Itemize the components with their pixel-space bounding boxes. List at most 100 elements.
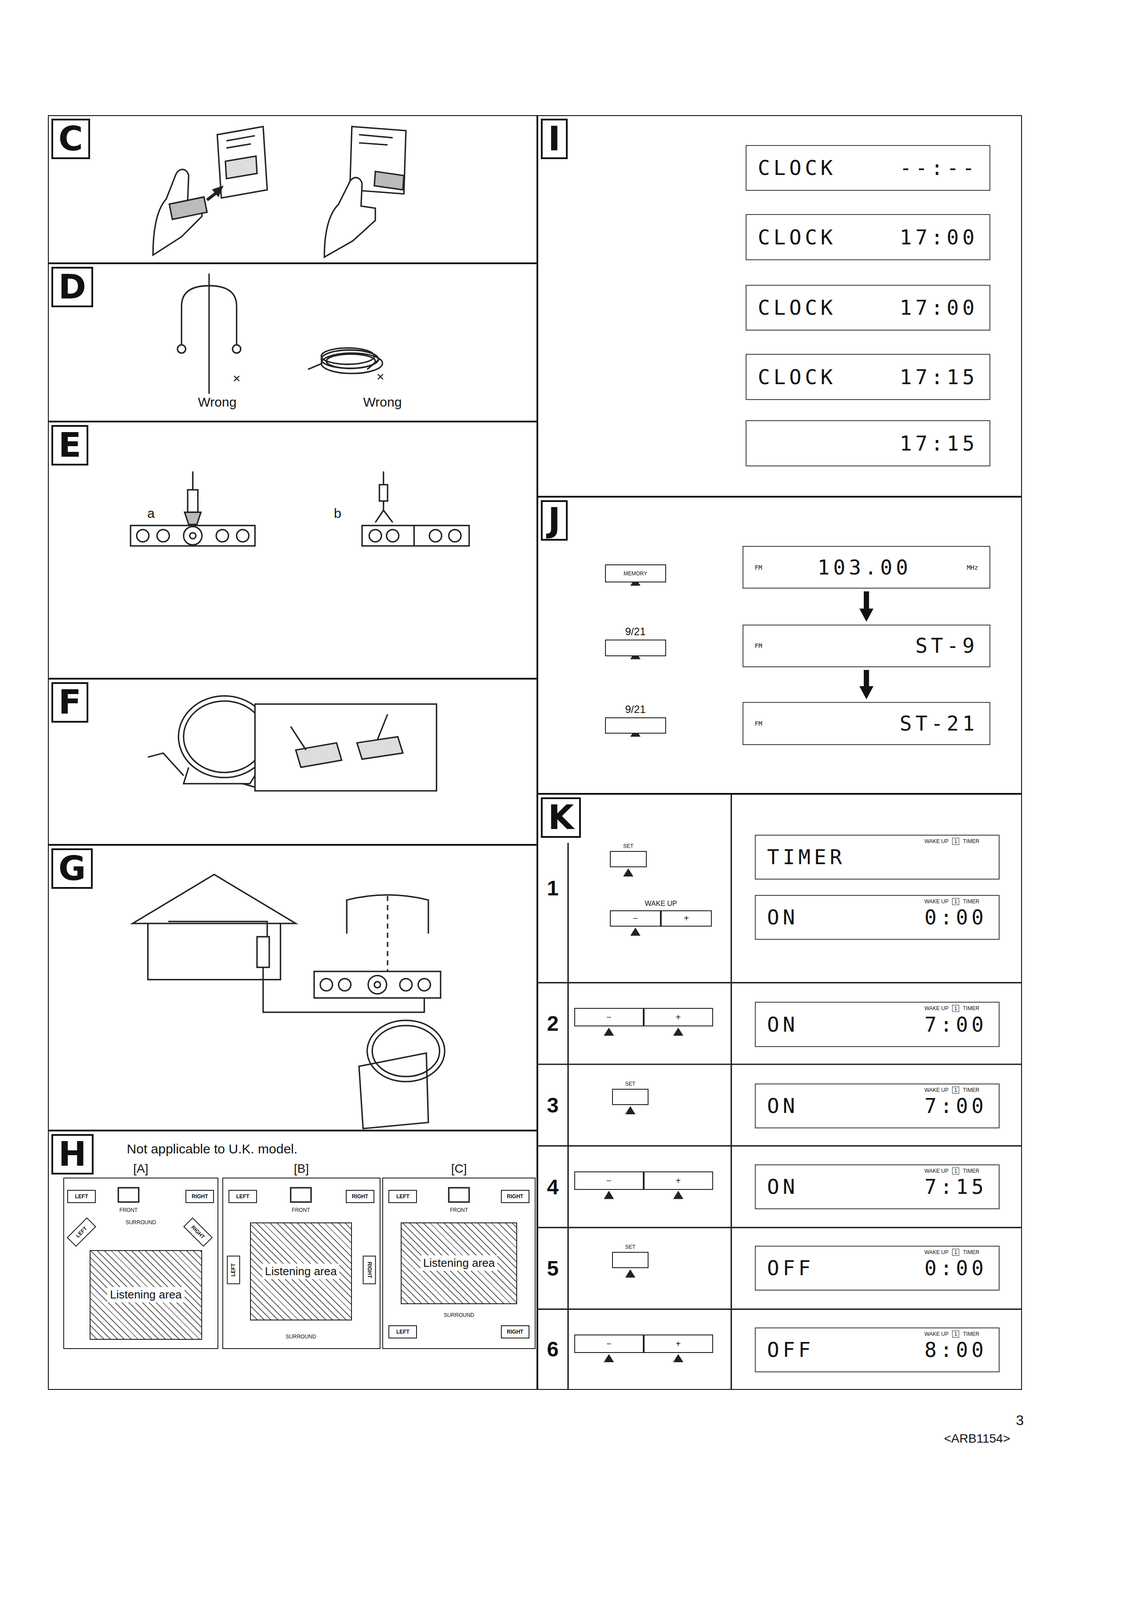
key-button: + <box>643 1333 714 1353</box>
flow-arrow <box>859 590 874 622</box>
room-heading: [A] <box>133 1161 149 1176</box>
room-heading: [C] <box>451 1161 468 1176</box>
indicator-text: TIMER <box>962 1086 979 1093</box>
indicator-text: TIMER <box>962 1330 979 1337</box>
indicator-text: 1 <box>952 1166 960 1175</box>
display-text: CLOCK <box>757 155 837 180</box>
panel-letter: I <box>540 118 568 160</box>
speaker-box: LEFT <box>226 1254 240 1284</box>
caption-text: FRONT <box>449 1206 468 1213</box>
callout-number: 6 <box>547 1336 559 1361</box>
key-button: + <box>643 1007 714 1026</box>
key-symbol: − <box>606 1012 612 1022</box>
display-text: --:-- <box>899 155 978 180</box>
room-plan: [A]LEFTRIGHTLEFTRIGHTListening area <box>63 1177 219 1349</box>
panel-letter: D <box>51 266 94 308</box>
indicator-text: 1 <box>952 1248 960 1256</box>
display-time: 7:15 <box>924 1174 988 1199</box>
display-text: ON <box>767 1012 799 1037</box>
indicator-text: WAKE UP <box>924 1086 949 1093</box>
button-caption: SET <box>625 1080 636 1087</box>
indicator-text: TIMER <box>962 837 979 845</box>
speaker-box: RIGHT <box>362 1254 376 1284</box>
panel-letter: F <box>51 681 89 723</box>
button: MEMORY <box>605 564 667 583</box>
display-panel: ONWAKE UP1TIMER0:00 <box>754 894 1000 940</box>
figure-panel: H[A]LEFTRIGHTLEFTRIGHTListening area[B]L… <box>47 1130 538 1390</box>
speaker-box: LEFT <box>388 1324 417 1338</box>
figure-panel: ICLOCK--:--CLOCK17:00CLOCK17:00CLOCK17:1… <box>537 115 1022 497</box>
flow-arrow <box>859 669 874 700</box>
speaker-label: LEFT <box>75 1192 89 1200</box>
key-symbol: + <box>675 1338 682 1348</box>
speaker-label: LEFT <box>74 1224 89 1239</box>
caption-text: × <box>232 370 241 386</box>
figure-panel: KSETTIMERWAKE UP1TIMERWAKE UP−+ONWAKE UP… <box>537 793 1022 1390</box>
display-panel: OFFWAKE UP1TIMER0:00 <box>754 1245 1000 1291</box>
display-text: 17:15 <box>899 431 978 456</box>
figure-panel: JMEMORYFM103.00MHz9/21FMST-99/21FMST-21 <box>537 496 1022 794</box>
indicator-row: WAKE UP1TIMER <box>924 1248 980 1256</box>
speaker-label: RIGHT <box>191 1192 208 1200</box>
display-panel: FM103.00MHz <box>742 545 991 589</box>
room-plan: [C]LEFTRIGHTListening areaLEFTRIGHT <box>382 1177 536 1349</box>
key-button: − <box>609 909 661 927</box>
display-panel: FMST-21 <box>742 701 991 745</box>
button: SET <box>609 850 647 867</box>
display-panel: FMST-9 <box>742 624 991 667</box>
button-text: MEMORY <box>623 570 648 577</box>
speaker-box: LEFT <box>67 1189 96 1203</box>
caption-text: a <box>147 505 155 521</box>
speaker-box: RIGHT <box>183 1216 213 1247</box>
button: 9/21 <box>605 639 667 656</box>
room-plan: [B]LEFTRIGHTLEFTRIGHTListening area <box>222 1177 381 1349</box>
indicator-text: 1 <box>952 1086 960 1094</box>
panel-letter: J <box>540 500 568 541</box>
speaker-label: RIGHT <box>351 1192 369 1200</box>
key-symbol: + <box>675 1175 682 1185</box>
timer-grid <box>537 793 1022 1390</box>
figure-panel: D <box>47 263 538 422</box>
indicator-text: WAKE UP <box>924 1004 949 1012</box>
caption-text: Wrong <box>198 394 237 410</box>
key-button: − <box>574 1333 644 1353</box>
area-label: Listening area <box>262 1263 340 1279</box>
indicator-text: 1 <box>952 837 960 845</box>
loop-antenna-figure <box>148 695 437 791</box>
panel-letter: K <box>540 797 581 838</box>
speaker-label: LEFT <box>396 1192 410 1200</box>
display-text: CLOCK <box>757 295 837 320</box>
room-heading: [B] <box>293 1161 309 1176</box>
key-button: − <box>574 1170 644 1190</box>
display-panel: CLOCK17:00 <box>745 213 991 260</box>
indicator-row: WAKE UP1TIMER <box>924 1166 980 1175</box>
indicator-text: WAKE UP <box>924 1167 949 1174</box>
indicator-text: TIMER <box>962 1004 979 1012</box>
indicator-row: WAKE UP1TIMER <box>924 1086 980 1094</box>
indicator-row: WAKE UP1TIMER <box>924 1004 980 1012</box>
caption-text: SURROUND <box>125 1218 156 1225</box>
display-text: OFF <box>767 1337 815 1362</box>
callout-number: 4 <box>547 1174 559 1199</box>
key-symbol: + <box>683 913 689 923</box>
display-panel: 17:15 <box>745 420 991 466</box>
speaker-label: RIGHT <box>366 1261 373 1278</box>
display-text: FM <box>754 641 763 649</box>
display-text: CLOCK <box>757 365 837 389</box>
caption-text: b <box>333 505 342 521</box>
callout-number: 5 <box>547 1255 559 1280</box>
speaker-box: RIGHT <box>185 1189 214 1203</box>
callout-number: 3 <box>547 1092 559 1117</box>
display-text: 17:00 <box>899 295 978 320</box>
speaker-label: LEFT <box>396 1328 410 1335</box>
indicator-row: WAKE UP1TIMER <box>924 837 980 845</box>
button-caption: 9/21 <box>625 703 646 716</box>
display-time: 7:00 <box>924 1012 988 1037</box>
display-time: 7:00 <box>924 1093 988 1118</box>
caption-text: FRONT <box>291 1206 310 1213</box>
display-panel: ONWAKE UP1TIMER7:00 <box>754 1083 1000 1128</box>
indicator-text: TIMER <box>962 1167 979 1174</box>
listening-area: Listening area <box>400 1221 518 1304</box>
wrong-antenna-figures <box>177 273 383 394</box>
caption-text: SURROUND <box>285 1333 316 1340</box>
